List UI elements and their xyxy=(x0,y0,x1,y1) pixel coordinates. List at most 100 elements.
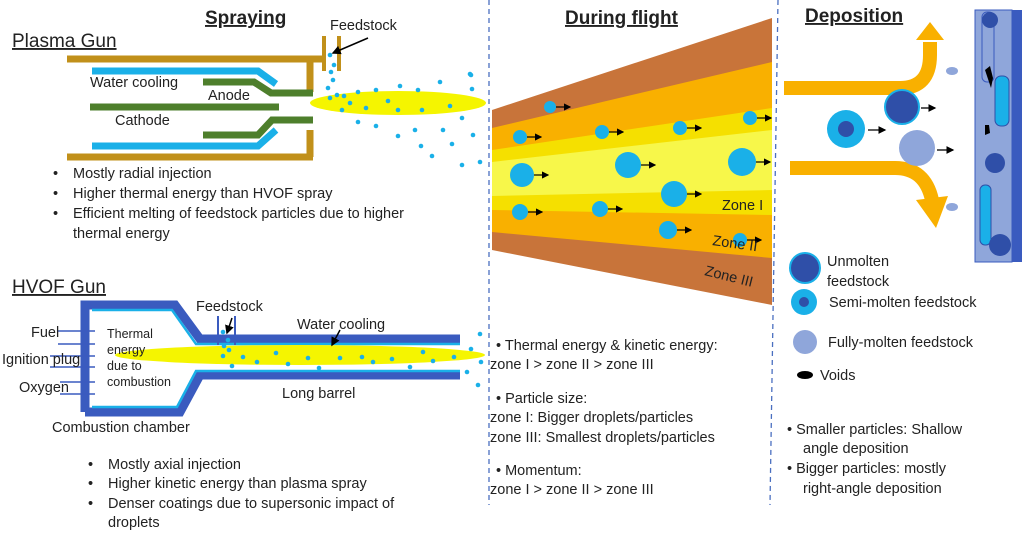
svg-text:•: • xyxy=(53,206,58,222)
legend-unmolten-icon xyxy=(789,252,821,284)
particle xyxy=(430,358,436,364)
particle xyxy=(420,349,426,355)
svg-text:• Smaller particles: Shallow: • Smaller particles: Shallow xyxy=(787,422,963,438)
particle xyxy=(273,350,279,356)
particle xyxy=(412,127,418,133)
particle xyxy=(305,355,311,361)
particle xyxy=(334,92,340,98)
hvof-feedstock-label: Feedstock xyxy=(196,299,264,315)
particle xyxy=(661,181,687,207)
particle xyxy=(449,141,455,147)
section-title-spraying: Spraying xyxy=(205,8,286,29)
hvof-bullet: Mostly axial injection xyxy=(108,457,241,473)
hvof-bullet-cont: droplets xyxy=(108,515,160,531)
svg-text:• Momentum:: • Momentum: xyxy=(496,463,582,479)
svg-text:• Bigger particles: mostly: • Bigger particles: mostly xyxy=(787,461,947,477)
hvof-gun-drawing xyxy=(50,300,485,417)
svg-text:combustion: combustion xyxy=(107,375,171,389)
particle xyxy=(355,119,361,125)
particle xyxy=(447,103,453,109)
particle xyxy=(469,86,475,92)
svg-text:• Thermal energy & kinetic e: • Thermal energy & kinetic energy: xyxy=(496,338,718,354)
legend-unmolten-label: Unmolten xyxy=(827,254,889,270)
particle xyxy=(728,148,756,176)
flight-particles xyxy=(510,101,773,247)
deposition-notes: • Smaller particles: Shallow angle depos… xyxy=(787,422,963,497)
particle xyxy=(220,329,226,335)
particle xyxy=(359,354,365,360)
particle xyxy=(373,123,379,129)
particle xyxy=(468,346,474,352)
thermal-energy-label: Thermal energy due to combustion xyxy=(107,327,171,389)
particle xyxy=(341,93,347,99)
flight-plume xyxy=(492,18,773,305)
plasma-bullets: • Mostly radial injection • Higher thermal… xyxy=(53,166,404,242)
svg-text:•: • xyxy=(88,496,93,512)
particle xyxy=(225,337,231,343)
svg-text:Thermal: Thermal xyxy=(107,327,153,341)
particle xyxy=(451,354,457,360)
divider-right xyxy=(769,0,779,506)
particle xyxy=(339,107,345,113)
hvof-bullet: Higher kinetic energy than plasma spray xyxy=(108,476,367,492)
particle xyxy=(440,127,446,133)
particle xyxy=(468,72,474,78)
plasma-jet xyxy=(310,91,486,115)
particle xyxy=(389,356,395,362)
svg-text:• Particle size:: • Particle size: xyxy=(496,391,587,407)
particle xyxy=(673,121,687,135)
particle xyxy=(415,87,421,93)
plasma-bullet: Higher thermal energy than HVOF spray xyxy=(73,186,333,202)
particle xyxy=(437,79,443,85)
fuel-label: Fuel xyxy=(31,325,59,341)
plasma-feedstock-label: Feedstock xyxy=(330,18,398,34)
particle xyxy=(743,111,757,125)
oxygen-label: Oxygen xyxy=(19,380,69,396)
hvof-bullet: Denser coatings due to supersonic impact… xyxy=(108,496,395,512)
svg-text:right-angle deposition: right-angle deposition xyxy=(803,481,942,497)
legend-fully-molten-icon xyxy=(793,330,817,354)
plasma-water-cooling-label: Water cooling xyxy=(90,75,178,91)
plasma-bullet: Efficient melting of feedstock particles… xyxy=(73,206,404,222)
flow-arrow-up xyxy=(784,42,937,95)
plasma-gun-title: Plasma Gun xyxy=(12,31,117,52)
particle xyxy=(419,107,425,113)
hvof-particle-dots xyxy=(220,329,484,388)
particle xyxy=(337,355,343,361)
svg-text:zone III: Smallest droplets/pa: zone III: Smallest droplets/particles xyxy=(490,430,715,446)
combustion-chamber-label: Combustion chamber xyxy=(52,420,190,436)
particle xyxy=(316,365,322,371)
fully-molten-particle xyxy=(899,130,935,166)
particle xyxy=(240,354,246,360)
particle xyxy=(220,353,226,359)
plasma-bullet: Mostly radial injection xyxy=(73,166,212,182)
anode-label: Anode xyxy=(208,88,250,104)
flight-notes: • Thermal energy & kinetic energy: zone … xyxy=(490,338,718,498)
deposition-drawing xyxy=(784,9,1022,379)
particle xyxy=(477,331,483,337)
hvof-bullets: •Mostly axial injection •Higher kinetic … xyxy=(88,457,395,531)
cathode-label: Cathode xyxy=(115,113,170,129)
particle xyxy=(733,233,747,247)
zone-2-label: Zone II xyxy=(711,233,758,255)
particle xyxy=(592,201,608,217)
particle xyxy=(363,105,369,111)
plasma-bullet-cont: thermal energy xyxy=(73,226,170,242)
particle xyxy=(347,100,353,106)
svg-text:•: • xyxy=(53,166,58,182)
particle xyxy=(229,363,235,369)
flow-arrow-down xyxy=(790,161,939,202)
svg-text:due to: due to xyxy=(107,359,142,373)
long-barrel-label: Long barrel xyxy=(282,386,355,402)
particle xyxy=(475,382,481,388)
particle xyxy=(370,359,376,365)
hvof-jet xyxy=(115,345,485,365)
particle xyxy=(513,130,527,144)
particle xyxy=(373,87,379,93)
particle xyxy=(459,115,465,121)
svg-text:•: • xyxy=(53,186,58,202)
legend-semi-molten-label: Semi-molten feedstock xyxy=(829,295,977,311)
svg-text:angle deposition: angle deposition xyxy=(803,441,909,457)
particle xyxy=(397,83,403,89)
legend-voids-icon xyxy=(797,371,813,379)
